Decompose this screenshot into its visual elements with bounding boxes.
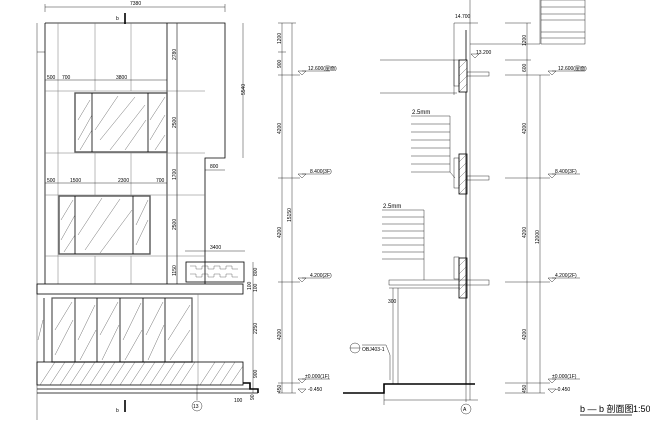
note-label: 2.5mm bbox=[383, 204, 401, 210]
dim: 4200 bbox=[522, 329, 528, 340]
level-mark: 12.600(屋面) bbox=[308, 66, 337, 72]
level-mark: 12.600(屋面) bbox=[558, 66, 587, 72]
level-mark: 4.200(2F) bbox=[310, 273, 332, 279]
dim: 700 bbox=[62, 75, 71, 81]
elevation-mark: 14.700 bbox=[455, 14, 471, 20]
window-middle bbox=[58, 195, 151, 255]
dim: 500 bbox=[47, 178, 56, 184]
dim: 3400 bbox=[210, 245, 221, 251]
dim: 4200 bbox=[277, 329, 283, 340]
level-dimensions: 1200 900 4200 4200 4200 450 15150 12.600… bbox=[277, 22, 337, 394]
level-mark: 4.200(2F) bbox=[555, 273, 577, 279]
material-spec-table bbox=[540, 0, 586, 45]
drawing-title: b — b 剖面图 1:50 bbox=[580, 403, 650, 416]
level-mark: ±0.000(1F) bbox=[305, 374, 330, 380]
dim: 2300 bbox=[118, 178, 129, 184]
window-upper bbox=[74, 92, 168, 153]
dim: 1700 bbox=[172, 169, 178, 180]
dim: 5540 bbox=[241, 84, 247, 95]
dim: 300 bbox=[388, 299, 397, 305]
elevation-view: 7380 b b 500 700 3800 bbox=[36, 1, 259, 420]
dim: 700 bbox=[156, 178, 165, 184]
dim: 2250 bbox=[253, 323, 259, 334]
level-mark: 8.400(3F) bbox=[555, 169, 577, 175]
dim: 2500 bbox=[172, 219, 178, 230]
dim: 4200 bbox=[522, 227, 528, 238]
axis-label: 13 bbox=[193, 404, 199, 410]
dim: 450 bbox=[522, 384, 528, 393]
level-mark: 8.400(3F) bbox=[310, 169, 332, 175]
dim: 2500 bbox=[172, 117, 178, 128]
canopy-slab bbox=[388, 279, 490, 286]
title-scale: 1:50 bbox=[633, 404, 650, 414]
dim: 500 bbox=[47, 75, 56, 81]
dim: 3800 bbox=[116, 75, 127, 81]
dim-total: 15150 bbox=[287, 208, 293, 222]
dim: 800 bbox=[253, 267, 259, 276]
elevation-mark: 13.200 bbox=[476, 50, 492, 56]
dim: 100 bbox=[234, 398, 243, 404]
dim: 1200 bbox=[277, 33, 283, 44]
dim: 100 bbox=[253, 283, 259, 292]
dim: 900 bbox=[253, 369, 259, 378]
dim: 1500 bbox=[70, 178, 81, 184]
dim: 2780 bbox=[172, 49, 178, 60]
canopy-panel bbox=[185, 261, 245, 283]
dim-total: 12000 bbox=[535, 230, 541, 244]
dim: 4200 bbox=[277, 123, 283, 134]
section-view: 14.700 13.200 300 2.5mm 2.5mm bbox=[343, 0, 587, 415]
dim: 800 bbox=[210, 164, 219, 170]
section-marker-top: b bbox=[116, 16, 119, 22]
note-label: 2.5mm bbox=[412, 110, 430, 116]
dim: 600 bbox=[522, 63, 528, 72]
dim: 1150 bbox=[172, 265, 178, 276]
overall-width-dim: 7380 bbox=[130, 1, 141, 7]
dim: 4200 bbox=[522, 123, 528, 134]
section-marker-bottom: b bbox=[116, 408, 119, 414]
dim: 1200 bbox=[522, 35, 528, 46]
storefront-glazing bbox=[37, 294, 199, 385]
axis-label: A bbox=[463, 407, 467, 413]
dim: 90 bbox=[250, 394, 256, 400]
dim: 450 bbox=[277, 384, 283, 393]
level-mark: -0.450 bbox=[308, 387, 322, 393]
dim: 900 bbox=[277, 59, 283, 68]
level-mark: ±0.000(1F) bbox=[552, 374, 577, 380]
dim: 4200 bbox=[277, 227, 283, 238]
title-label: b — b 剖面图 bbox=[580, 403, 634, 414]
axis-bubble-A bbox=[460, 403, 472, 415]
dim: 100 bbox=[247, 281, 253, 290]
detail-ref-label: OBJ403-1 bbox=[362, 347, 385, 353]
axis-bubble-13 bbox=[191, 400, 203, 412]
level-mark: -0.450 bbox=[556, 387, 570, 393]
